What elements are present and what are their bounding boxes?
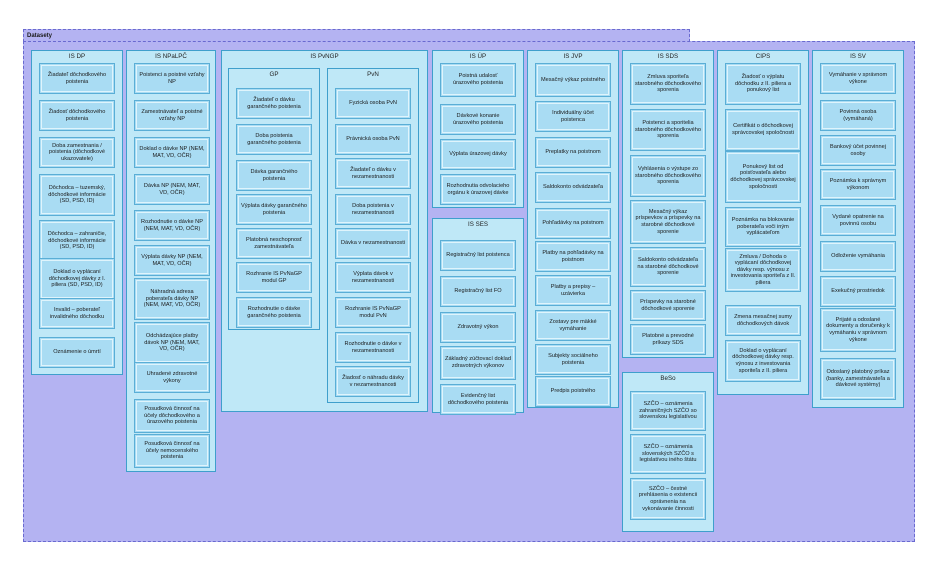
group-is-sv-title: IS SV [850, 53, 866, 60]
dataset-box: Rozhodnutia odvolacieho orgánu k úrazove… [440, 174, 516, 205]
dataset-box: Zmena mesačnej sumy dôchodkových dávok [725, 305, 801, 336]
dataset-box: Registračný list FO [440, 276, 516, 307]
group-cips-title: CIPS [755, 53, 771, 60]
dataset-box: Žiadosť dôchodkového poistenia [39, 100, 115, 131]
dataset-box: Platobné a prevodné príkazy SDS [630, 324, 706, 355]
group-beso-title: BeSo [660, 375, 676, 382]
dataset-box: Dávka v nezamestnanosti [335, 228, 411, 259]
dataset-box: Saldokonto odvádzateľa na starobné dôcho… [630, 247, 706, 287]
dataset-box: Výplata dávky NP (NEM, MAT, VD, OČR) [134, 245, 210, 276]
dataset-box: Bankový účet povinnej osoby [820, 135, 896, 166]
dataset-box: Doba poistenia garančného poistenia [236, 124, 312, 155]
dataset-box: Poznámka k správnym výkonom [820, 169, 896, 200]
dataset-box: Poistenci a poistné vzťahy NP [134, 63, 210, 94]
dataset-box: Žiadosť o výplatu dôchodku z II. piliera… [725, 63, 801, 105]
dataset-box: Dôchodca – zahraničie, dôchodkové inform… [39, 220, 115, 262]
group-is-pvngp-title: IS PvNGP [310, 53, 339, 60]
dataset-box: Exekučný prostriedok [820, 276, 896, 307]
dataset-box: Saldokonto odvádzateľa [535, 172, 611, 203]
dataset-box: Poistenci a sporitelia starobného dôchod… [630, 109, 706, 151]
group-is-sds-title: IS SDS [657, 53, 679, 60]
dataset-box: Právnická osoba PvN [335, 124, 411, 155]
dataset-box: Rozhranie IS PvNaGP modul GP [236, 262, 312, 293]
dataset-box: Zmluva / Dohoda o vyplácaní dôchodkovej … [725, 248, 801, 292]
dataset-box: Odoslaný platobný príkaz (banky, zamestn… [820, 358, 896, 400]
dataset-box: Doklad o dávke NP (NEM, MAT, VD, OČR) [134, 137, 210, 168]
dataset-box: Ponukový list od poisťovateľa alebo dôch… [725, 151, 801, 203]
dataset-box: Uhradené zdravotné výkony [134, 362, 210, 393]
dataset-box: SZČO – oznámenia slovenských SZČO s legi… [630, 434, 706, 474]
dataset-box: Certifikát o dôchodkovej správcovskej sp… [725, 109, 801, 151]
dataset-box: Žiadateľ o dávku v nezamestnanosti [335, 158, 411, 189]
dataset-box: Poznámka na blokovanie poberateľa voči i… [725, 207, 801, 247]
dataset-box: Dávka NP (NEM, MAT, VD, OČR) [134, 174, 210, 205]
dataset-box: Odchádzajúce platby dávok NP (NEM, MAT, … [134, 322, 210, 364]
dataset-box: Preplatky na poistnom [535, 137, 611, 168]
dataset-box: Platby na pohľadávky na poistnom [535, 241, 611, 272]
dataset-box: Zdravotný výkon [440, 312, 516, 343]
dataset-box: Žiadateľ dôchodkového poistenia [39, 63, 115, 94]
subgroup-pvn-title: PvN [367, 71, 379, 78]
dataset-box: Mesačný výkaz príspevkov a príspevky na … [630, 200, 706, 244]
dataset-box: Evidenčný list dôchodkového poistenia [440, 384, 516, 415]
dataset-box: Invalid – poberateľ invalidného dôchodku [39, 298, 115, 329]
dataset-box: SZČO – čestné prehlásenia o existencii o… [630, 478, 706, 520]
dataset-box: Posudková činnosť na účely dôchodkového … [134, 399, 210, 433]
dataset-box: Posudková činnosť na účely nemocenského … [134, 434, 210, 468]
datasets-frame-title: Datasety [23, 29, 690, 42]
group-is-ses-title: IS SES [468, 221, 488, 228]
dataset-box: Dôchodca – tuzemský, dôchodkové informác… [39, 174, 115, 216]
dataset-box: Doklad o vyplácaní dôchodkovej dávky z I… [39, 258, 115, 300]
dataset-box: Predpis poistného [535, 376, 611, 407]
dataset-box: Dávka garančného poistenia [236, 160, 312, 191]
group-is-jvp-title: IS JVP [563, 53, 583, 60]
dataset-box: Subjekty sociálneho poistenia [535, 344, 611, 375]
dataset-box: Dávkové konanie úrazového poistenia [440, 104, 516, 135]
dataset-box: Príspevky na starobné dôchodkové sporeni… [630, 290, 706, 321]
dataset-box: Výplata dávky garančného poistenia [236, 194, 312, 225]
group-is-npalpc-title: IS NPaLPČ [155, 53, 187, 60]
dataset-box: Rozhodnutie o dávke v nezamestnanosti [335, 332, 411, 363]
dataset-box: Doba poistenia v nezamestnanosti [335, 194, 411, 225]
dataset-box: Rozhodnutie o dávke NP (NEM, MAT, VD, OČ… [134, 210, 210, 241]
dataset-box: Poistná udalosť úrazového poistenia [440, 63, 516, 97]
dataset-box: Náhradná adresa poberateľa dávky NP (NEM… [134, 278, 210, 320]
dataset-box: Vymáhanie v správnom výkone [820, 63, 896, 94]
dataset-box: Žiadateľ o dávku garančného poistenia [236, 88, 312, 119]
dataset-box: Mesačný výkaz poistného [535, 63, 611, 97]
dataset-box: Doklad o vyplácaní dôchodkovej dávky res… [725, 340, 801, 382]
dataset-box: Pohľadávky na poistnom [535, 208, 611, 239]
dataset-box: Rozhranie IS PvNaGP modul PvN [335, 297, 411, 328]
group-is-up-title: IS ÚP [469, 53, 487, 60]
dataset-box: Odloženie vymáhania [820, 241, 896, 272]
dataset-box: Platby a prepisy – uzávierka [535, 275, 611, 306]
dataset-box: Fyzická osoba PvN [335, 88, 411, 119]
dataset-box: Registračný list poistenca [440, 240, 516, 271]
dataset-box: Platobná neschopnosť zamestnávateľa [236, 228, 312, 259]
dataset-box: Výplata dávok v nezamestnanosti [335, 262, 411, 293]
dataset-box: Oznámenie o úmrtí [39, 337, 115, 368]
dataset-box: Vydané opatrenie na povinnú osobu [820, 205, 896, 236]
group-is-dp-title: IS DP [68, 53, 86, 60]
dataset-box: Doba zamestnania / poistenia (dôchodkové… [39, 137, 115, 168]
dataset-box: Žiadosť o náhradu dávky v nezamestnanost… [335, 366, 411, 397]
dataset-box: Vyhlásenia o výstupe zo starobného dôcho… [630, 155, 706, 197]
dataset-box: Prijaté a odoslané dokumenty a doručenky… [820, 308, 896, 352]
dataset-box: Základný zúčtovací doklad zdravotných vý… [440, 346, 516, 380]
dataset-box: Výplata úrazovej dávky [440, 139, 516, 170]
dataset-box: SZČO – oznámenia zahraničných SZČO so sl… [630, 391, 706, 431]
dataset-box: Zamestnávateľ a poistné vzťahy NP [134, 100, 210, 131]
dataset-box: Zmluva sporiteľa starobného dôchodkového… [630, 63, 706, 105]
subgroup-gp-title: GP [269, 71, 279, 78]
dataset-box: Povinná osoba (vymáhaná) [820, 100, 896, 131]
dataset-box: Individuálny účet poistenca [535, 101, 611, 132]
dataset-box: Rozhodnutie o dávke garančného poistenia [236, 297, 312, 328]
dataset-box: Zostavy pre mäkké vymáhanie [535, 310, 611, 341]
